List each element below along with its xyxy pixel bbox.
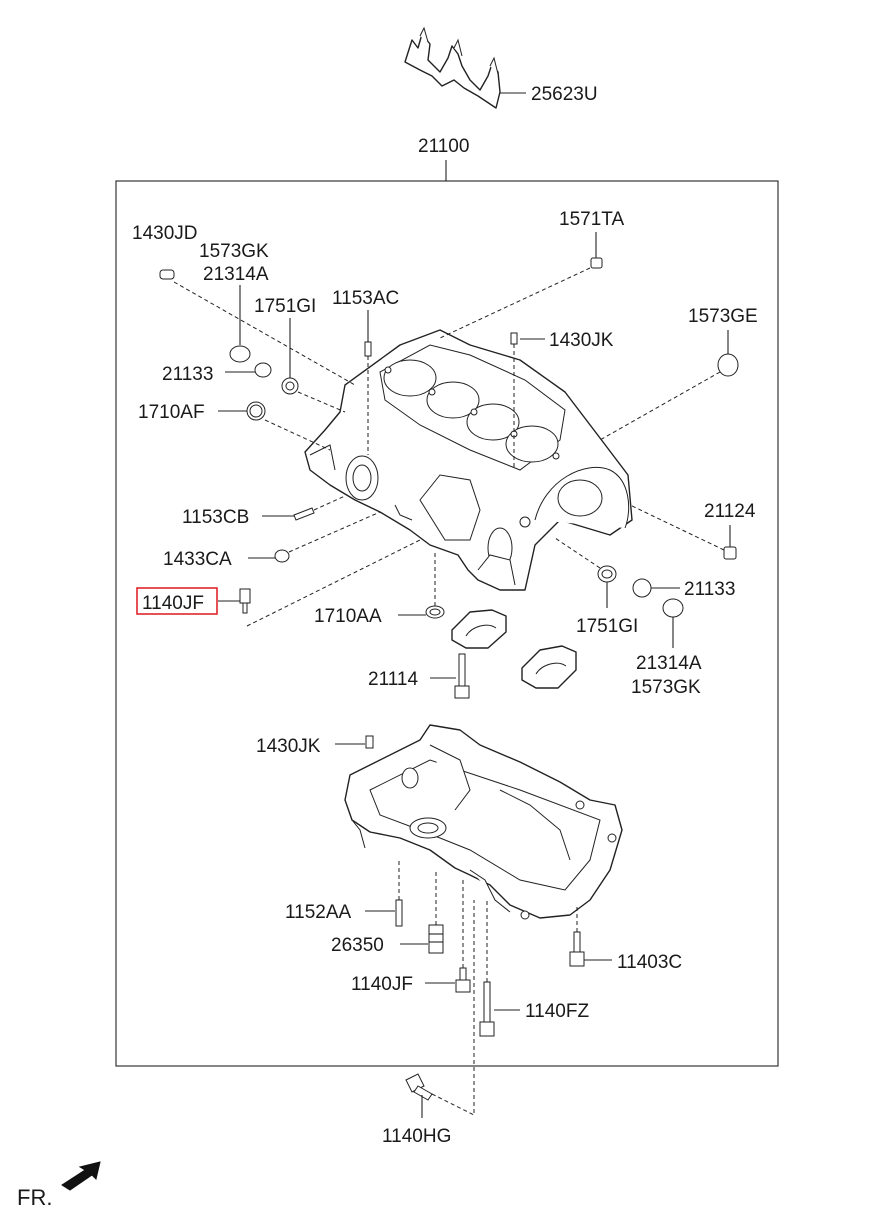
label-1573GE[interactable]: 1573GE xyxy=(688,306,758,327)
label-11403C[interactable]: 11403C xyxy=(617,952,682,973)
label-1140FZ[interactable]: 1140FZ xyxy=(525,1001,589,1022)
assembly-frame xyxy=(115,180,779,1067)
part-1573GE-cap[interactable] xyxy=(717,353,739,377)
part-1140HG-bolt[interactable] xyxy=(405,1073,433,1101)
part-21133-plug-right[interactable] xyxy=(632,578,652,598)
part-1140JF-bolt-lower[interactable] xyxy=(455,967,471,993)
front-direction-arrow-icon xyxy=(61,1161,101,1191)
part-26350-fitting[interactable] xyxy=(428,924,444,954)
part-1710AA-oring[interactable] xyxy=(425,605,445,619)
label-1153CB[interactable]: 1153CB xyxy=(182,507,249,528)
label-21100[interactable]: 21100 xyxy=(418,136,469,157)
cylinder-block[interactable] xyxy=(304,329,633,591)
label-1751GI-upper[interactable]: 1751GI xyxy=(254,296,316,317)
label-21314A-upper[interactable]: 21314A xyxy=(203,264,269,285)
label-front: FR. xyxy=(17,1185,52,1210)
label-1573GK-upper[interactable]: 1573GK xyxy=(199,241,269,262)
label-21314A-lower[interactable]: 21314A xyxy=(636,653,702,674)
label-1573GK-lower[interactable]: 1573GK xyxy=(631,677,701,698)
bearing-cap-rear[interactable] xyxy=(521,645,577,689)
label-21133-left[interactable]: 21133 xyxy=(162,364,213,385)
label-26350[interactable]: 26350 xyxy=(331,935,384,956)
label-21124[interactable]: 21124 xyxy=(704,501,756,522)
part-1153AC-stud[interactable] xyxy=(364,341,372,357)
label-1571TA[interactable]: 1571TA xyxy=(559,209,624,230)
part-1751GI-seal-left[interactable] xyxy=(281,377,299,395)
part-25623U-baffle[interactable] xyxy=(404,26,501,109)
label-1430JK-lower[interactable]: 1430JK xyxy=(256,736,321,757)
part-21114-bolt[interactable] xyxy=(454,653,470,699)
part-1140JF-bolt-upper[interactable] xyxy=(239,588,251,614)
part-1430JK-dowel-lower[interactable] xyxy=(365,735,374,749)
part-1430JD-dowel[interactable] xyxy=(159,269,175,280)
part-1140FZ-bolt[interactable] xyxy=(479,981,495,1037)
part-1152AA-stud[interactable] xyxy=(395,899,403,927)
part-21124-pin[interactable] xyxy=(723,546,737,560)
highlight-1140JF xyxy=(136,587,218,615)
label-1140HG[interactable]: 1140HG xyxy=(382,1126,451,1147)
part-1751GI-seal-right[interactable] xyxy=(597,565,617,583)
label-25623U[interactable]: 25623U xyxy=(531,84,598,105)
label-1751GI-lower[interactable]: 1751GI xyxy=(576,616,638,637)
part-1571TA-plug[interactable] xyxy=(590,257,603,269)
part-1433CA-plug[interactable] xyxy=(274,549,290,563)
part-1153CB-stud[interactable] xyxy=(293,507,315,521)
label-1433CA[interactable]: 1433CA xyxy=(163,549,232,570)
label-1153AC[interactable]: 1153AC xyxy=(332,288,399,309)
label-1430JD[interactable]: 1430JD xyxy=(132,223,198,244)
part-1710AF-oring[interactable] xyxy=(246,401,266,421)
label-1140JF-lower[interactable]: 1140JF xyxy=(351,974,413,995)
bearing-cap-front[interactable] xyxy=(451,609,507,649)
label-1430JK-upper[interactable]: 1430JK xyxy=(549,330,614,351)
part-1430JK-dowel-upper[interactable] xyxy=(510,332,518,345)
label-21133-right[interactable]: 21133 xyxy=(684,579,735,600)
label-1710AF[interactable]: 1710AF xyxy=(138,402,205,423)
part-21314A-cap-left[interactable] xyxy=(229,345,251,363)
part-21314A-cap-right[interactable] xyxy=(662,598,684,618)
label-1140JF-upper[interactable]: 1140JF xyxy=(142,593,204,614)
part-11403C-bolt[interactable] xyxy=(569,931,585,967)
label-21114[interactable]: 21114 xyxy=(368,669,418,690)
label-1710AA[interactable]: 1710AA xyxy=(314,606,382,627)
label-1152AA[interactable]: 1152AA xyxy=(285,902,352,923)
part-21133-plug-left[interactable] xyxy=(254,362,272,378)
oil-pan[interactable] xyxy=(344,724,623,920)
